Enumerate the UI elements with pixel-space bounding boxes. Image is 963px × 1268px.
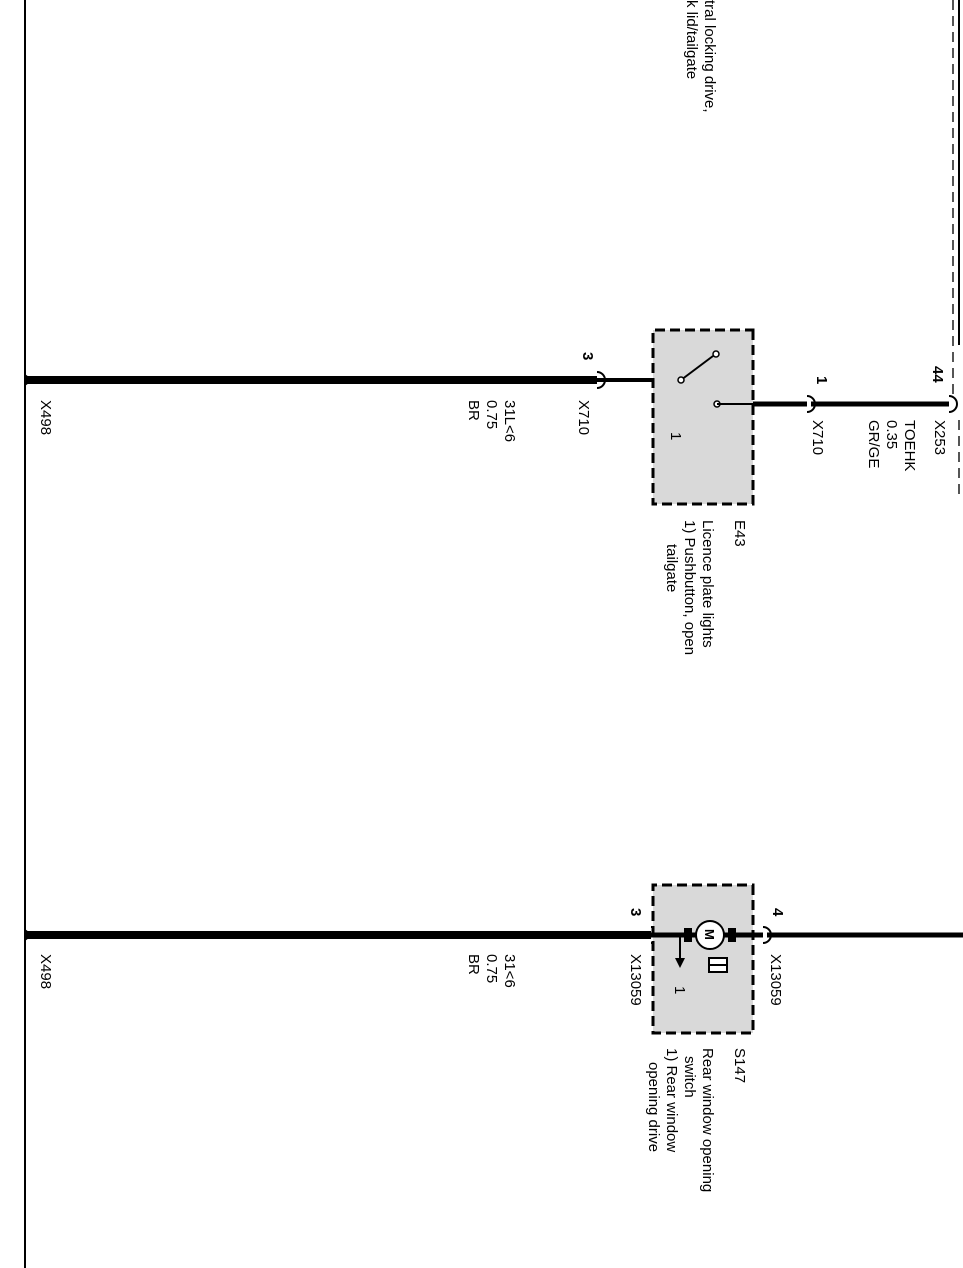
e43-code: E43 bbox=[731, 520, 748, 547]
pin3-label-c1: 3 bbox=[579, 352, 596, 360]
wire2-color: BR bbox=[465, 954, 482, 975]
pin44-label: 44 bbox=[929, 366, 946, 383]
pin1-label-c1: 1 bbox=[813, 376, 830, 384]
arrow-node bbox=[677, 932, 683, 938]
switch-node-1 bbox=[677, 376, 685, 384]
s147-code: S147 bbox=[731, 1048, 748, 1083]
e43-note2: tailgate bbox=[663, 544, 680, 592]
toehk-size: 0.35 bbox=[883, 420, 900, 449]
toehk-color: GR/GE bbox=[865, 420, 882, 468]
toehk-circuit: TOEHK bbox=[901, 420, 918, 471]
connector-x253-pin44 bbox=[948, 395, 958, 413]
s147-name1: Rear window opening bbox=[699, 1048, 716, 1192]
wire2-circuit: 31<6 bbox=[501, 954, 518, 988]
wire1-size: 0.75 bbox=[483, 400, 500, 429]
component-s147-box bbox=[651, 883, 755, 1035]
wire1-circuit: 31L<6 bbox=[501, 400, 518, 442]
x13059-label-in: X13059 bbox=[627, 954, 644, 1006]
pin4-label: 4 bbox=[769, 908, 786, 917]
motor-brush-1 bbox=[728, 928, 736, 942]
x498-label-2: X498 bbox=[37, 954, 54, 989]
comp-pin-s147: 1 bbox=[671, 986, 688, 994]
ground-arrow-1 bbox=[25, 374, 33, 386]
switch-contact bbox=[680, 355, 714, 381]
e43-name: Licence plate lights bbox=[699, 520, 716, 648]
motor-letter: M bbox=[702, 929, 717, 940]
motor-brush-2 bbox=[684, 928, 692, 942]
wire2-size: 0.75 bbox=[483, 954, 500, 983]
motor-icon bbox=[695, 920, 725, 950]
wire1-color: BR bbox=[465, 400, 482, 421]
arrow-head bbox=[675, 958, 685, 968]
x498-label-1: X498 bbox=[37, 400, 54, 435]
s147-name2: switch bbox=[681, 1056, 698, 1098]
s147-note2: opening drive bbox=[645, 1062, 662, 1152]
s147-note1: 1) Rear window bbox=[663, 1048, 680, 1152]
ground-arrow-2 bbox=[25, 929, 33, 941]
partial-label-1: tral locking drive, bbox=[701, 0, 718, 113]
partial-label-2: k lid/tailgate bbox=[683, 0, 700, 79]
switch-node-2 bbox=[712, 350, 720, 358]
x13059-label-out: X13059 bbox=[767, 954, 784, 1006]
e43-note1: 1) Pushbutton, open bbox=[681, 520, 698, 655]
x253-label: X253 bbox=[931, 420, 948, 455]
comp-pin-e43: 1 bbox=[667, 432, 684, 440]
x710-label-in: X710 bbox=[575, 400, 592, 435]
pin3-label-c2: 3 bbox=[627, 908, 644, 916]
x710-label-out: X710 bbox=[809, 420, 826, 455]
component-e43-box bbox=[651, 328, 755, 506]
